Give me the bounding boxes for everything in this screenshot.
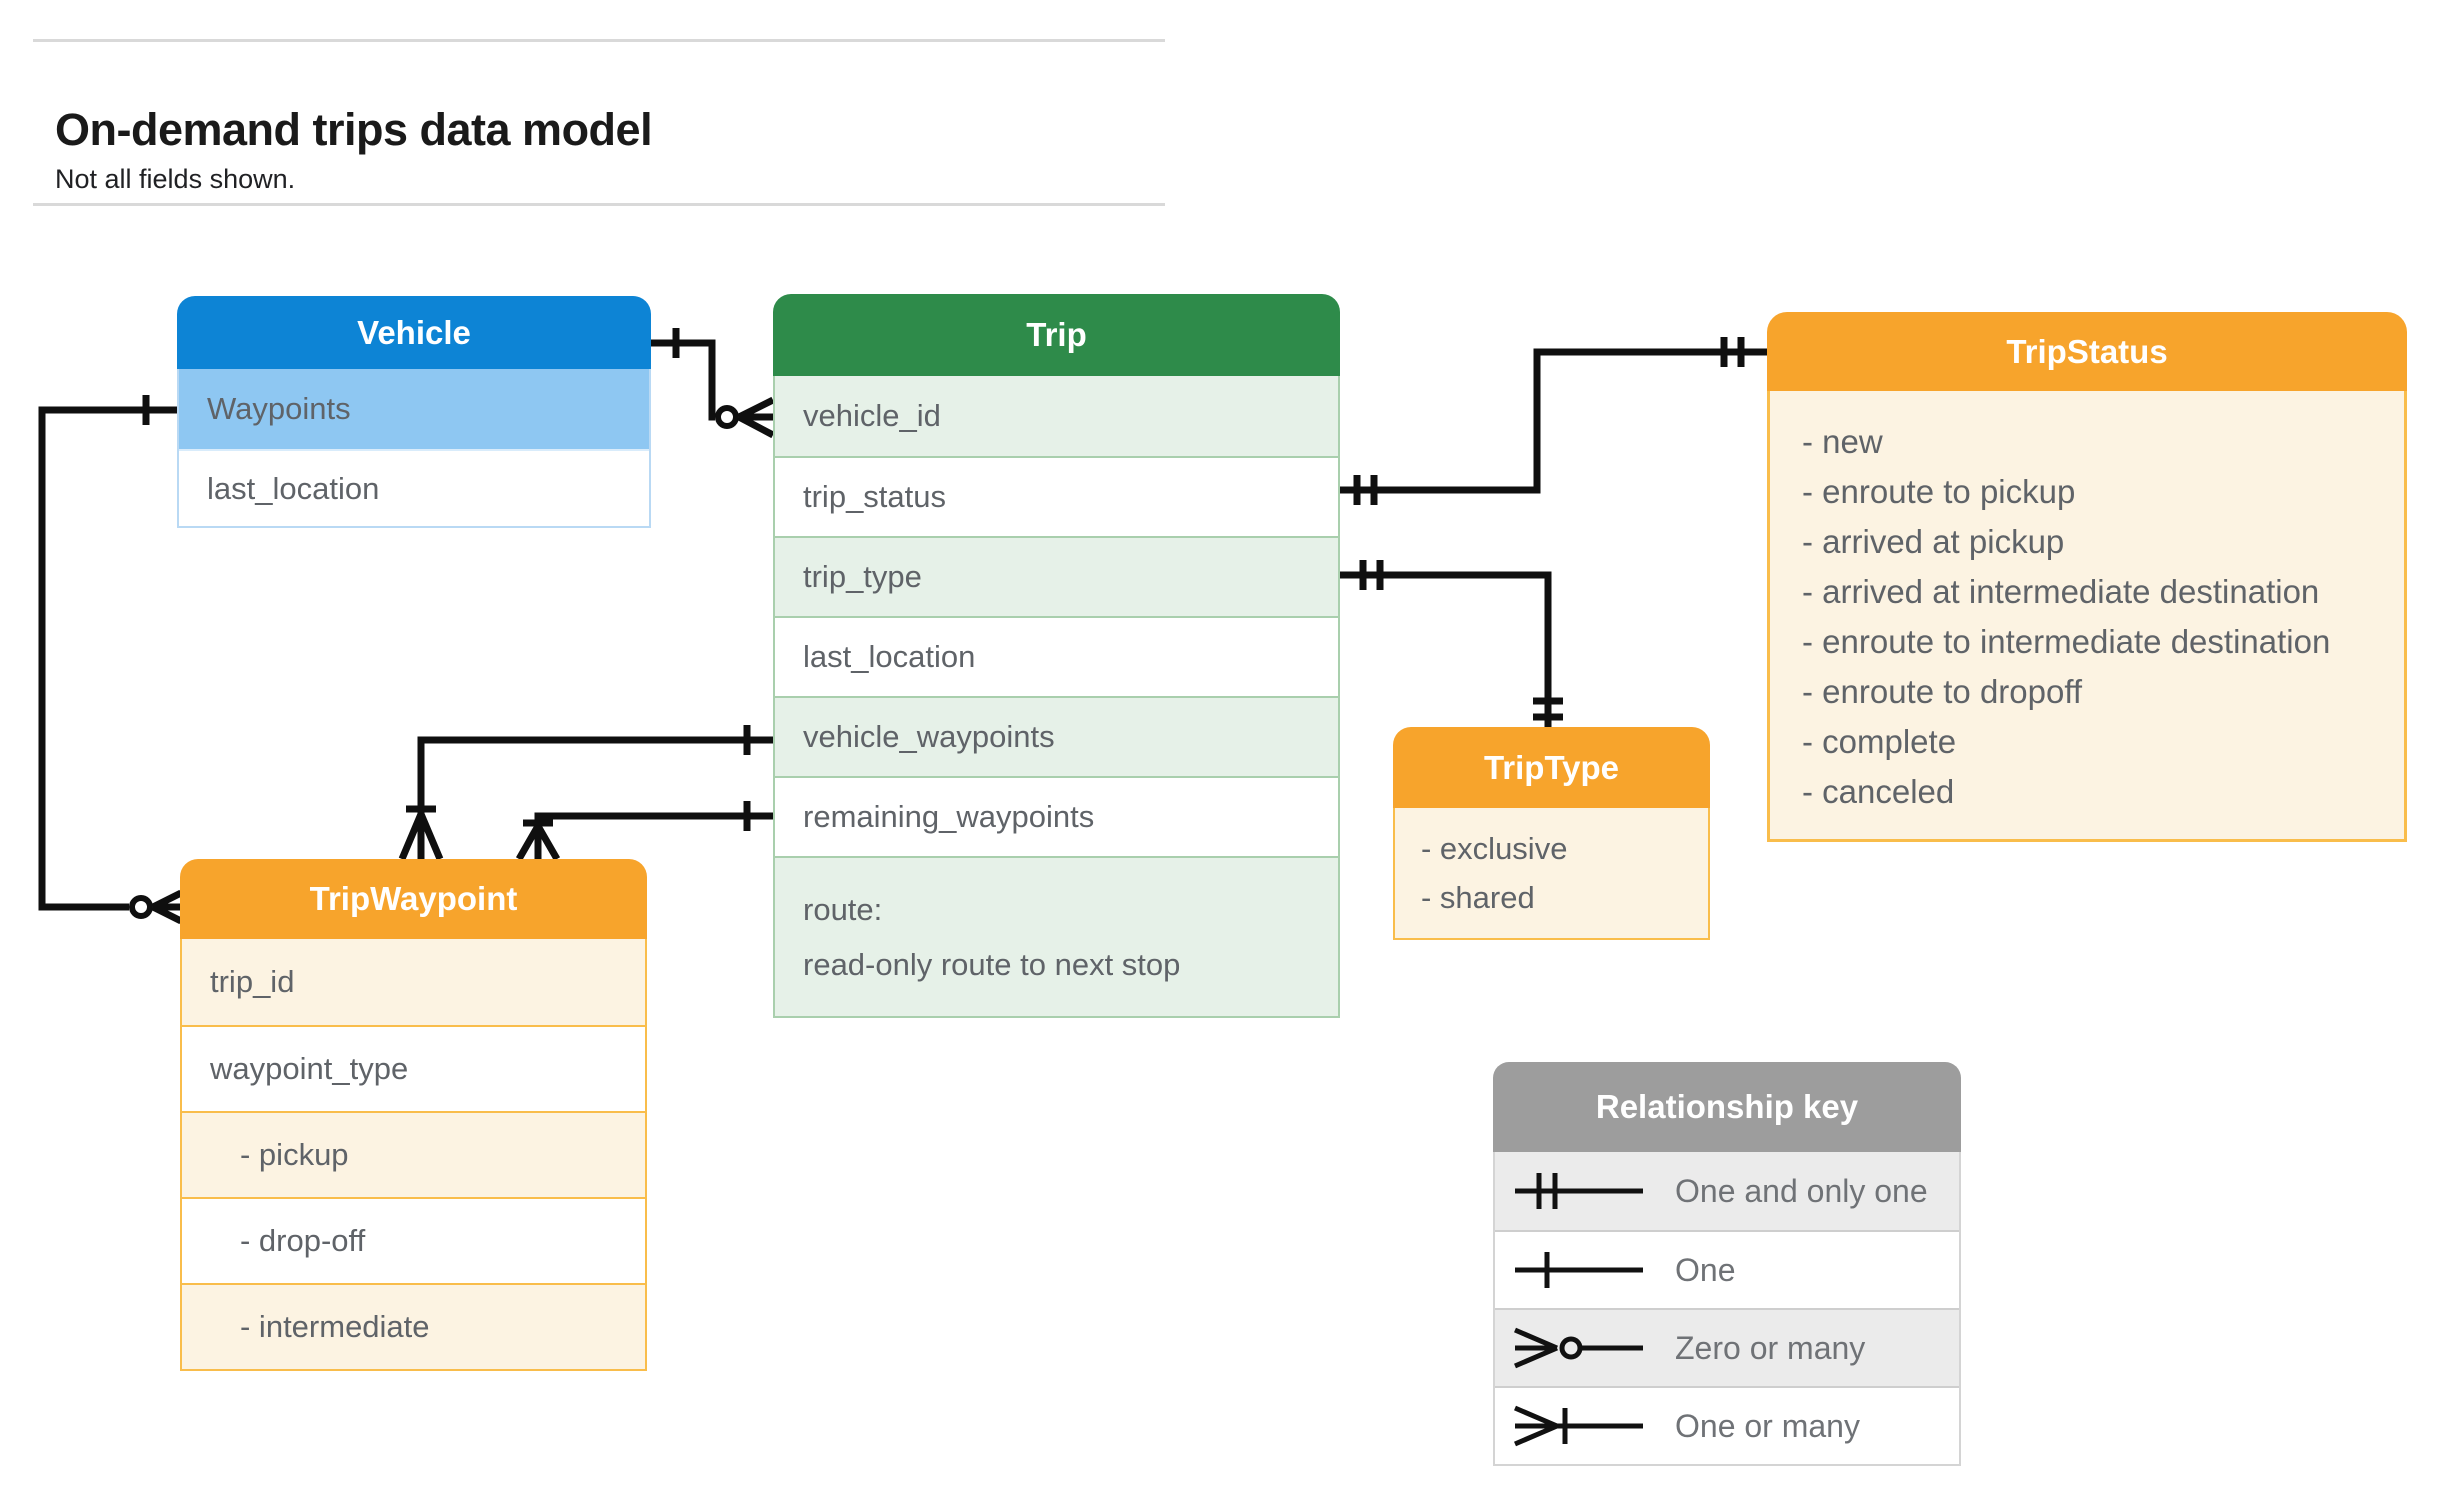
entity-vehicle-header: Vehicle	[177, 296, 651, 369]
divider-bottom	[33, 203, 1165, 206]
enum-arrived-at-pickup: - arrived at pickup	[1802, 523, 2065, 560]
field-row-last-location: last_location	[179, 449, 649, 526]
entity-triptype: TripType - exclusive - shared	[1393, 727, 1710, 940]
zero-circle	[129, 895, 153, 919]
enum-pickup: - pickup	[182, 1111, 645, 1197]
key-label: Zero or many	[1675, 1329, 1866, 1366]
key-label: One	[1675, 1251, 1736, 1288]
key-label: One or many	[1675, 1407, 1860, 1444]
entity-vehicle: Vehicle Waypoints last_location	[177, 296, 651, 528]
enum-intermediate: - intermediate	[182, 1283, 645, 1369]
field-row-trip-id: trip_id	[182, 939, 645, 1025]
field-row-last-location: last_location	[775, 616, 1338, 696]
field-row-trip-type: trip_type	[775, 536, 1338, 616]
crow-foot	[398, 812, 444, 861]
field-row-trip-status: trip_status	[775, 456, 1338, 536]
one-and-only-one-ticks	[1359, 560, 1384, 590]
enum-arrived-at-intermediate: - arrived at intermediate destination	[1802, 573, 2320, 610]
entity-tripwaypoint: TripWaypoint trip_id waypoint_type - pic…	[180, 859, 647, 1371]
crow-foot	[151, 889, 183, 925]
connector-trip-remaining-waypoints	[515, 801, 773, 861]
one-icon	[1515, 1252, 1643, 1288]
relationship-key: Relationship key One and only one One Ze…	[1493, 1062, 1961, 1466]
one-or-many-icon	[1514, 1405, 1643, 1447]
zero-or-many-icon	[1514, 1327, 1643, 1369]
entity-trip: Trip vehicle_id trip_status trip_type la…	[773, 294, 1340, 1018]
key-row-one: One	[1495, 1230, 1959, 1308]
field-row-waypoints: Waypoints	[179, 369, 649, 449]
field-row-vehicle-waypoints: vehicle_waypoints	[775, 696, 1338, 776]
one-and-only-one-ticks	[1533, 697, 1563, 721]
divider-top	[33, 39, 1165, 42]
enum-new: - new	[1802, 423, 1883, 460]
entity-tripstatus-header: TripStatus	[1767, 312, 2407, 391]
enum-enroute-to-intermediate: - enroute to intermediate destination	[1802, 623, 2331, 660]
relationship-key-header: Relationship key	[1493, 1062, 1961, 1152]
one-and-only-one-ticks	[1353, 475, 1378, 505]
entity-tripstatus: TripStatus - new - enroute to pickup - a…	[1767, 312, 2407, 842]
enum-enroute-to-pickup: - enroute to pickup	[1802, 473, 2076, 510]
entity-tripwaypoint-header: TripWaypoint	[180, 859, 647, 939]
connector-vehicle-tripwaypoint	[38, 395, 183, 925]
connector-trip-vehicle-waypoints	[398, 725, 773, 861]
crow-foot	[737, 396, 775, 439]
page-subtitle: Not all fields shown.	[55, 164, 296, 194]
entity-trip-header: Trip	[773, 294, 1340, 376]
field-row-waypoint-type: waypoint_type	[182, 1025, 645, 1111]
enum-drop-off: - drop-off	[182, 1197, 645, 1283]
one-and-only-one-icon	[1515, 1173, 1643, 1209]
entity-triptype-header: TripType	[1393, 727, 1710, 808]
enum-complete: - complete	[1802, 723, 1957, 760]
field-row-vehicle-id: vehicle_id	[775, 376, 1338, 456]
page-title: On-demand trips data model	[55, 104, 653, 156]
key-row-one-or-many: One or many	[1495, 1386, 1959, 1464]
connector-trip-triptype	[1340, 560, 1563, 727]
enum-shared: - shared	[1421, 880, 1535, 915]
key-label: One and only one	[1675, 1172, 1928, 1209]
key-row-zero-or-many: Zero or many	[1495, 1308, 1959, 1386]
field-row-route: route: read-only route to next stop	[775, 856, 1338, 1016]
route-field-name: route:	[803, 892, 883, 927]
key-row-one-and-only-one: One and only one	[1495, 1152, 1959, 1230]
enum-enroute-to-dropoff: - enroute to dropoff	[1802, 673, 2083, 710]
field-row-remaining-waypoints: remaining_waypoints	[775, 776, 1338, 856]
crow-foot	[515, 824, 561, 861]
one-and-only-one-ticks	[1720, 337, 1745, 367]
connector-trip-tripstatus	[1340, 337, 1767, 505]
zero-circle	[715, 405, 739, 429]
connector-vehicle-trip	[649, 328, 775, 439]
route-field-description: read-only route to next stop	[803, 947, 1181, 982]
enum-canceled: - canceled	[1802, 773, 1955, 810]
enum-exclusive: - exclusive	[1421, 831, 1568, 866]
